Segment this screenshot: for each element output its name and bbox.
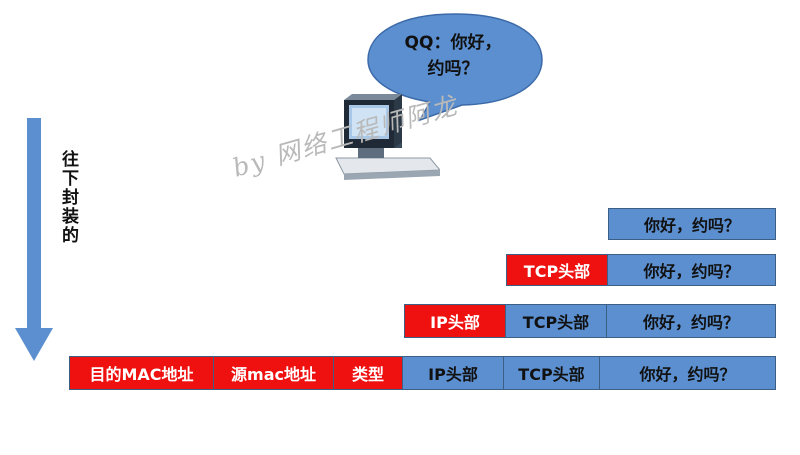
row4-payload-segment: 你好，约吗？ xyxy=(599,356,776,390)
row3-payload-segment: 你好，约吗？ xyxy=(606,304,776,338)
encapsulation-direction-label: 往下封装的 xyxy=(58,150,78,245)
row2-tcp-header-segment: TCP头部 xyxy=(506,254,608,286)
row4-dst-mac-segment: 目的MAC地址 xyxy=(69,356,214,390)
bubble-message: QQ：你好， 约吗？ xyxy=(378,30,528,82)
down-arrow-icon xyxy=(15,118,53,361)
computer-icon xyxy=(335,94,440,180)
row2-payload-segment: 你好，约吗？ xyxy=(607,254,776,286)
bubble-line-2: 约吗？ xyxy=(427,59,479,79)
row4-type-segment: 类型 xyxy=(333,356,403,390)
speech-bubble xyxy=(367,13,543,122)
row3-ip-header-segment: IP头部 xyxy=(404,304,506,338)
row4-tcp-header-segment: TCP头部 xyxy=(503,356,600,390)
row3-tcp-header-segment: TCP头部 xyxy=(505,304,607,338)
row1-payload-segment: 你好，约吗？ xyxy=(608,208,776,240)
row4-src-mac-segment: 源mac地址 xyxy=(213,356,334,390)
row4-ip-header-segment: IP头部 xyxy=(402,356,504,390)
bubble-line-1: QQ：你好， xyxy=(404,33,502,53)
